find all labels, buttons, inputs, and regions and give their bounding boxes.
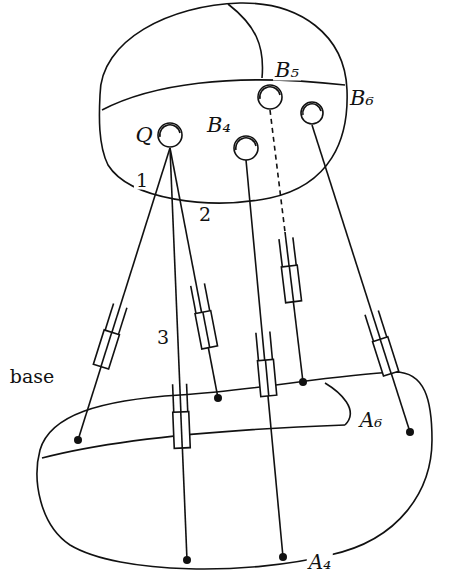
leg-4	[246, 160, 283, 557]
part-label: base	[8, 367, 57, 386]
ball-joint	[158, 123, 182, 147]
platform-split	[228, 4, 263, 78]
base-notch	[325, 383, 350, 425]
leg-number: 2	[197, 205, 213, 224]
leg-1	[78, 148, 170, 440]
leg-number: 1	[134, 171, 150, 190]
anchor-label: A₄	[307, 552, 333, 572]
anchor-dot	[214, 394, 222, 402]
leg-3	[170, 148, 187, 560]
cylinder	[93, 303, 128, 369]
ball-joint	[234, 136, 258, 160]
leg-5-hidden	[270, 110, 285, 232]
leg-6	[312, 125, 410, 432]
cylinder	[255, 331, 277, 396]
joint-label: B₄	[205, 115, 233, 136]
platform-outline	[99, 3, 347, 203]
joint-label: B₆	[348, 88, 376, 109]
anchor-dot	[279, 553, 287, 561]
joint-label: B₅	[273, 60, 301, 81]
cylinder	[172, 384, 191, 449]
ball-joint	[301, 102, 323, 124]
anchor-label: A₆	[358, 410, 384, 430]
leg-number: 3	[155, 328, 171, 347]
cylinder	[190, 283, 218, 349]
anchor-dot	[183, 556, 191, 564]
base-outline	[37, 372, 432, 569]
base-anchors	[74, 378, 414, 564]
cylinder	[278, 237, 302, 302]
anchor-dot	[74, 436, 82, 444]
leg-2	[170, 148, 218, 398]
anchor-dot	[406, 428, 414, 436]
leg-5	[285, 232, 303, 382]
ball-joint	[258, 85, 282, 109]
base-edge	[42, 425, 345, 458]
anchor-dot	[299, 378, 307, 386]
point-label: Q	[133, 125, 154, 146]
cylinder	[364, 310, 399, 376]
